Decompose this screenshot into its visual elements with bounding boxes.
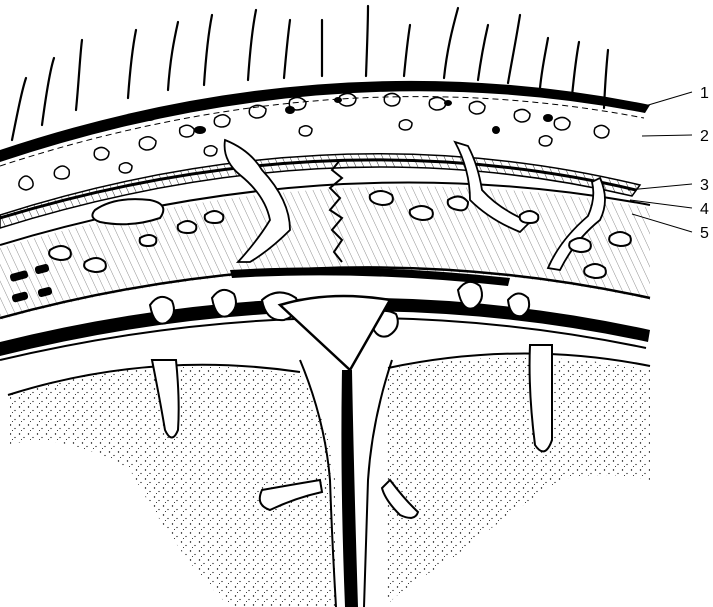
label-1: 1 (700, 85, 709, 102)
label-3: 3 (700, 177, 709, 194)
superior-sagittal-sinus (280, 296, 390, 370)
label-2: 2 (700, 128, 709, 145)
falx-cerebri (341, 370, 358, 607)
hair-strands (12, 6, 608, 140)
skin-surface (0, 81, 650, 162)
label-4: 4 (700, 201, 709, 218)
cerebral-cortex-right (385, 358, 650, 607)
label-5: 5 (700, 225, 709, 242)
